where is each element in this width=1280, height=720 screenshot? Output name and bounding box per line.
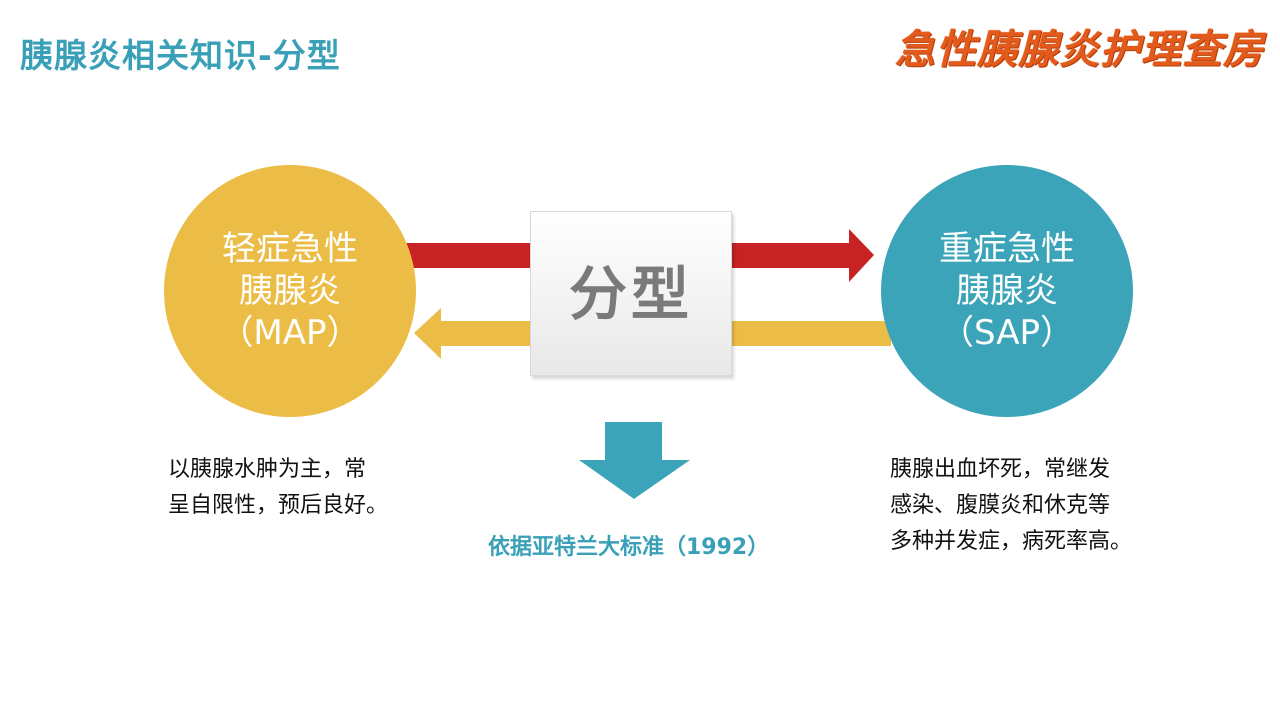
sap-circle-line-3: （SAP） [940,313,1074,353]
map-description-line-1: 以胰腺水肿为主，常 [168,457,367,482]
classification-basis: 依据亚特兰大标准（1992） [488,535,770,560]
left-yellow-bar [441,321,531,346]
map-circle-line-1: 轻症急性 [222,229,358,269]
map-circle: 轻症急性 胰腺炎 （MAP） [164,165,416,417]
sap-description-line-3: 多种并发症，病死率高。 [890,529,1133,554]
map-circle-line-2: 胰腺炎 [239,271,341,311]
sap-circle-line-2: 胰腺炎 [956,271,1058,311]
sap-circle-line-1: 重症急性 [939,229,1075,269]
sap-circle: 重症急性 胰腺炎 （SAP） [881,165,1133,417]
sap-description: 胰腺出血坏死，常继发 感染、腹膜炎和休克等 多种并发症，病死率高。 [890,452,1132,560]
sap-description-line-1: 胰腺出血坏死，常继发 [890,457,1111,482]
right-yellow-bar [731,321,891,346]
map-circle-line-3: （MAP） [219,313,361,353]
down-arrow-head [579,460,690,499]
brand-title: 急性胰腺炎护理查房 [895,27,1264,73]
down-arrow-stem [605,422,662,460]
left-yellow-arrow-head [414,308,441,359]
map-description: 以胰腺水肿为主，常 呈自限性，预后良好。 [168,452,388,524]
map-description-line-2: 呈自限性，预后良好。 [168,493,389,518]
left-red-bar [405,243,531,268]
classification-box: 分型 [530,211,732,376]
right-red-arrow-head [849,229,874,282]
classification-label: 分型 [568,259,693,328]
page-title: 胰腺炎相关知识-分型 [20,36,341,75]
sap-description-line-2: 感染、腹膜炎和休克等 [890,493,1111,518]
right-red-bar [731,243,850,268]
